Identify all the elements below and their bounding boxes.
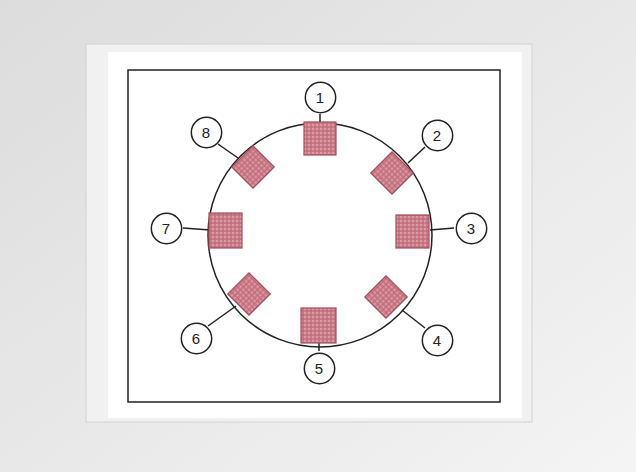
callout-number: 1 bbox=[304, 89, 337, 106]
callout-number: 3 bbox=[455, 220, 488, 237]
callout-number: 6 bbox=[180, 330, 213, 347]
callout-circle: 4 bbox=[421, 324, 454, 357]
callout-circle: 5 bbox=[303, 352, 336, 385]
callout-circle: 7 bbox=[150, 212, 183, 245]
callout-number: 5 bbox=[303, 360, 336, 377]
ring bbox=[208, 123, 432, 347]
callout-circle: 8 bbox=[190, 116, 223, 149]
leader-lines bbox=[183, 114, 454, 351]
pink-squares bbox=[209, 122, 429, 343]
callout-number: 4 bbox=[421, 332, 454, 349]
plastic-sleeve bbox=[86, 44, 532, 422]
callout-number: 2 bbox=[421, 127, 454, 144]
callout-circle: 3 bbox=[455, 212, 488, 245]
callout-circle: 6 bbox=[180, 322, 213, 355]
paper-card bbox=[108, 52, 522, 418]
callout-circle: 1 bbox=[304, 81, 337, 114]
callout-circle: 2 bbox=[421, 119, 454, 152]
callout-number: 7 bbox=[150, 220, 183, 237]
card-border bbox=[128, 70, 500, 402]
callout-number: 8 bbox=[190, 124, 223, 141]
